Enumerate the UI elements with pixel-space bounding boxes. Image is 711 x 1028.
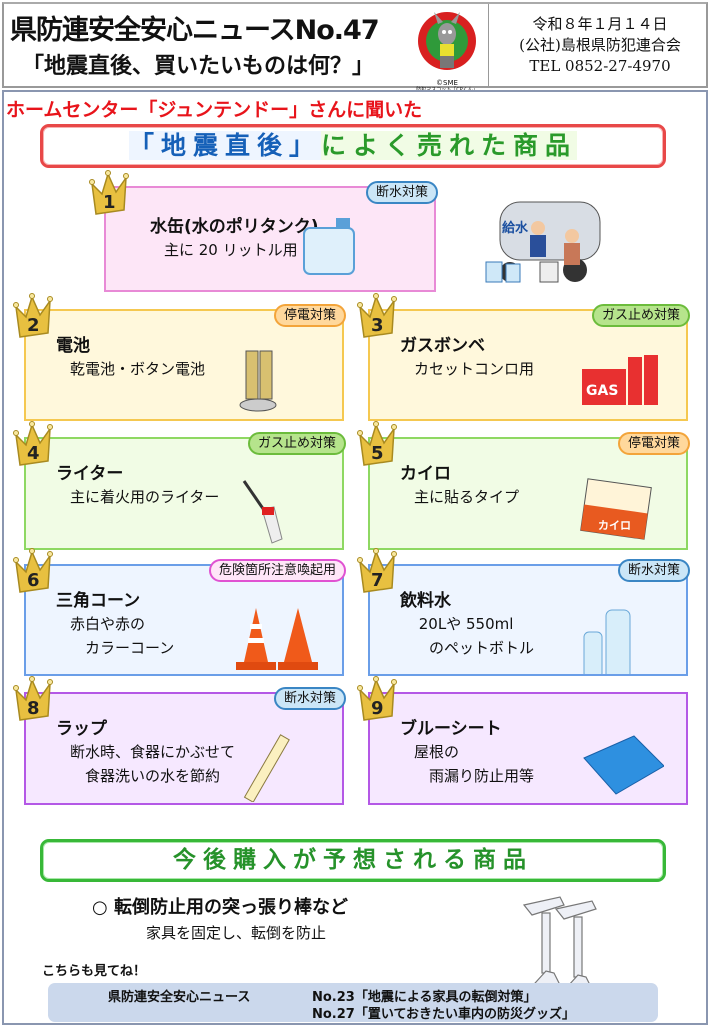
banner-expected-products: 今後購入が予想される商品 — [40, 839, 666, 882]
ranking-card-1: 水缶(水のポリタンク) 主に 20 リットル用 — [104, 186, 436, 292]
newsletter-subtitle: 「地震直後、買いたいものは何？」 — [22, 54, 375, 79]
product-desc: 主に貼るタイプ — [414, 488, 520, 506]
newsletter-title: 県防連安全安心ニュースNo.47 — [10, 15, 380, 46]
rank-number: 9 — [371, 698, 384, 719]
rank-number: 8 — [27, 698, 40, 719]
product-desc: 20Lや 550ml のペットボトル — [418, 615, 535, 657]
rank-number: 1 — [103, 192, 116, 213]
related-link-27[interactable]: No.27「置いておきたい車内の防災グッズ」 — [312, 1007, 576, 1022]
product-name: 飲料水 — [400, 591, 451, 611]
water-tank-icon — [300, 214, 384, 288]
category-tag: 断水対策 — [365, 181, 438, 204]
issue-info: 令和８年１月１４日 (公社)島根県防犯連合会 TEL 0852-27-4970 — [490, 14, 710, 77]
product-name: ブルーシート — [400, 719, 502, 739]
product-desc: 断水時、食器にかぶせて 食器洗いの水を節約 — [70, 743, 236, 785]
water-truck-illustration: 給水 — [480, 192, 612, 296]
heat-pack-icon: カイロ — [580, 477, 664, 551]
ranking-card-2: 電池 乾電池・ボタン電池 — [24, 309, 344, 421]
telephone: TEL 0852-27-4970 — [529, 57, 671, 75]
rank-crown-icon: 6 — [12, 548, 54, 593]
product-desc: カセットコンロ用 — [414, 360, 535, 378]
product-desc: 主に 20 リットル用 — [164, 241, 298, 259]
ranking-card-5: カイロ 主に貼るタイプ カイロ — [368, 437, 688, 550]
rank-crown-icon: 5 — [356, 421, 398, 466]
expected-item: ○ 転倒防止用の突っ張り棒など — [92, 897, 348, 918]
category-tag: ガス止め対策 — [591, 304, 690, 327]
subheading: ホームセンター「ジュンテンドー」さんに聞いた — [6, 99, 423, 121]
banner-part1: 「地震直後」 — [128, 131, 321, 160]
header: 県防連安全安心ニュースNo.47 「地震直後、買いたいものは何？」 ©SME 防… — [2, 2, 710, 93]
banner-best-sellers: 「地震直後」によく売れた商品 — [40, 124, 666, 168]
product-name: ガスボンベ — [400, 336, 485, 356]
rank-crown-icon: 9 — [356, 676, 398, 721]
ranking-card-3: ガスボンベ カセットコンロ用 GAS — [368, 309, 688, 421]
product-name: 電池 — [56, 336, 90, 356]
truck-label: 給水 — [502, 220, 529, 236]
rank-crown-icon: 3 — [356, 293, 398, 338]
product-name: ラップ — [56, 719, 107, 739]
category-tag: 停電対策 — [273, 304, 346, 327]
rank-number: 2 — [27, 315, 40, 336]
issue-date: 令和８年１月１４日 — [532, 15, 668, 33]
see-also-label: こちらも見てね！ — [42, 964, 147, 979]
rank-crown-icon: 2 — [12, 293, 54, 338]
rank-crown-icon: 4 — [12, 421, 54, 466]
related-link-23[interactable]: No.23「地震による家具の転倒対策」 — [312, 990, 537, 1005]
organization: (公社)島根県防犯連合会 — [519, 36, 681, 54]
rank-number: 7 — [371, 570, 384, 591]
product-name: 水缶(水のポリタンク) — [150, 217, 319, 237]
plastic-wrap-icon — [236, 732, 320, 806]
rank-crown-icon: 8 — [12, 676, 54, 721]
product-desc: 乾電池・ボタン電池 — [70, 360, 206, 378]
ranking-card-8: ラップ 断水時、食器にかぶせて 食器洗いの水を節約 — [24, 692, 344, 805]
traffic-cone-icon — [236, 604, 320, 678]
mascot-logo: ©SME 防犯マスコット「CPくん」 — [410, 10, 484, 93]
category-tag: 断水対策 — [273, 687, 346, 710]
lighter-icon — [236, 477, 320, 551]
blue-tarp-icon — [580, 732, 665, 806]
rank-crown-icon: 7 — [356, 548, 398, 593]
rank-number: 6 — [27, 570, 40, 591]
svg-text:GAS: GAS — [586, 383, 618, 399]
rank-number: 3 — [371, 315, 384, 336]
category-tag: 危険箇所注意喚起用 — [208, 559, 346, 582]
header-divider — [488, 4, 489, 88]
ranking-card-4: ライター 主に着火用のライター — [24, 437, 344, 550]
expected-item-desc: 家具を固定し、転倒を防止 — [146, 924, 327, 942]
ranking-card-7: 飲料水 20Lや 550ml のペットボトル — [368, 564, 688, 681]
svg-text:カイロ: カイロ — [598, 519, 631, 532]
product-name: 三角コーン — [56, 591, 141, 611]
related-issues: 県防連安全安心ニュース No.23「地震による家具の転倒対策」 No.27「置い… — [48, 983, 658, 1022]
battery-icon — [236, 349, 320, 423]
ranking-card-9: ブルーシート 屋根の 雨漏り防止用等 — [368, 692, 688, 805]
product-desc: 赤白や赤の カラーコーン — [70, 615, 175, 657]
main-content — [2, 90, 708, 1025]
gas-can-icon: GAS — [580, 349, 664, 423]
product-desc: 屋根の 雨漏り防止用等 — [414, 743, 535, 785]
rank-number: 5 — [371, 443, 384, 464]
category-tag: 停電対策 — [617, 432, 690, 455]
product-desc: 主に着火用のライター — [70, 488, 220, 506]
ranking-card-6: 三角コーン 赤白や赤の カラーコーン — [24, 564, 344, 676]
rank-number: 4 — [27, 443, 40, 464]
tension-rod-icon — [520, 893, 616, 1005]
category-tag: ガス止め対策 — [247, 432, 346, 455]
banner-part2: によく売れた商品 — [321, 131, 578, 160]
series-name: 県防連安全安心ニュース — [108, 990, 251, 1005]
water-bottle-icon — [580, 604, 664, 681]
product-name: カイロ — [400, 464, 451, 484]
rank-crown-icon: 1 — [88, 170, 130, 215]
category-tag: 断水対策 — [617, 559, 690, 582]
product-name: ライター — [56, 464, 124, 484]
logo-caption: ©SME — [436, 79, 458, 87]
